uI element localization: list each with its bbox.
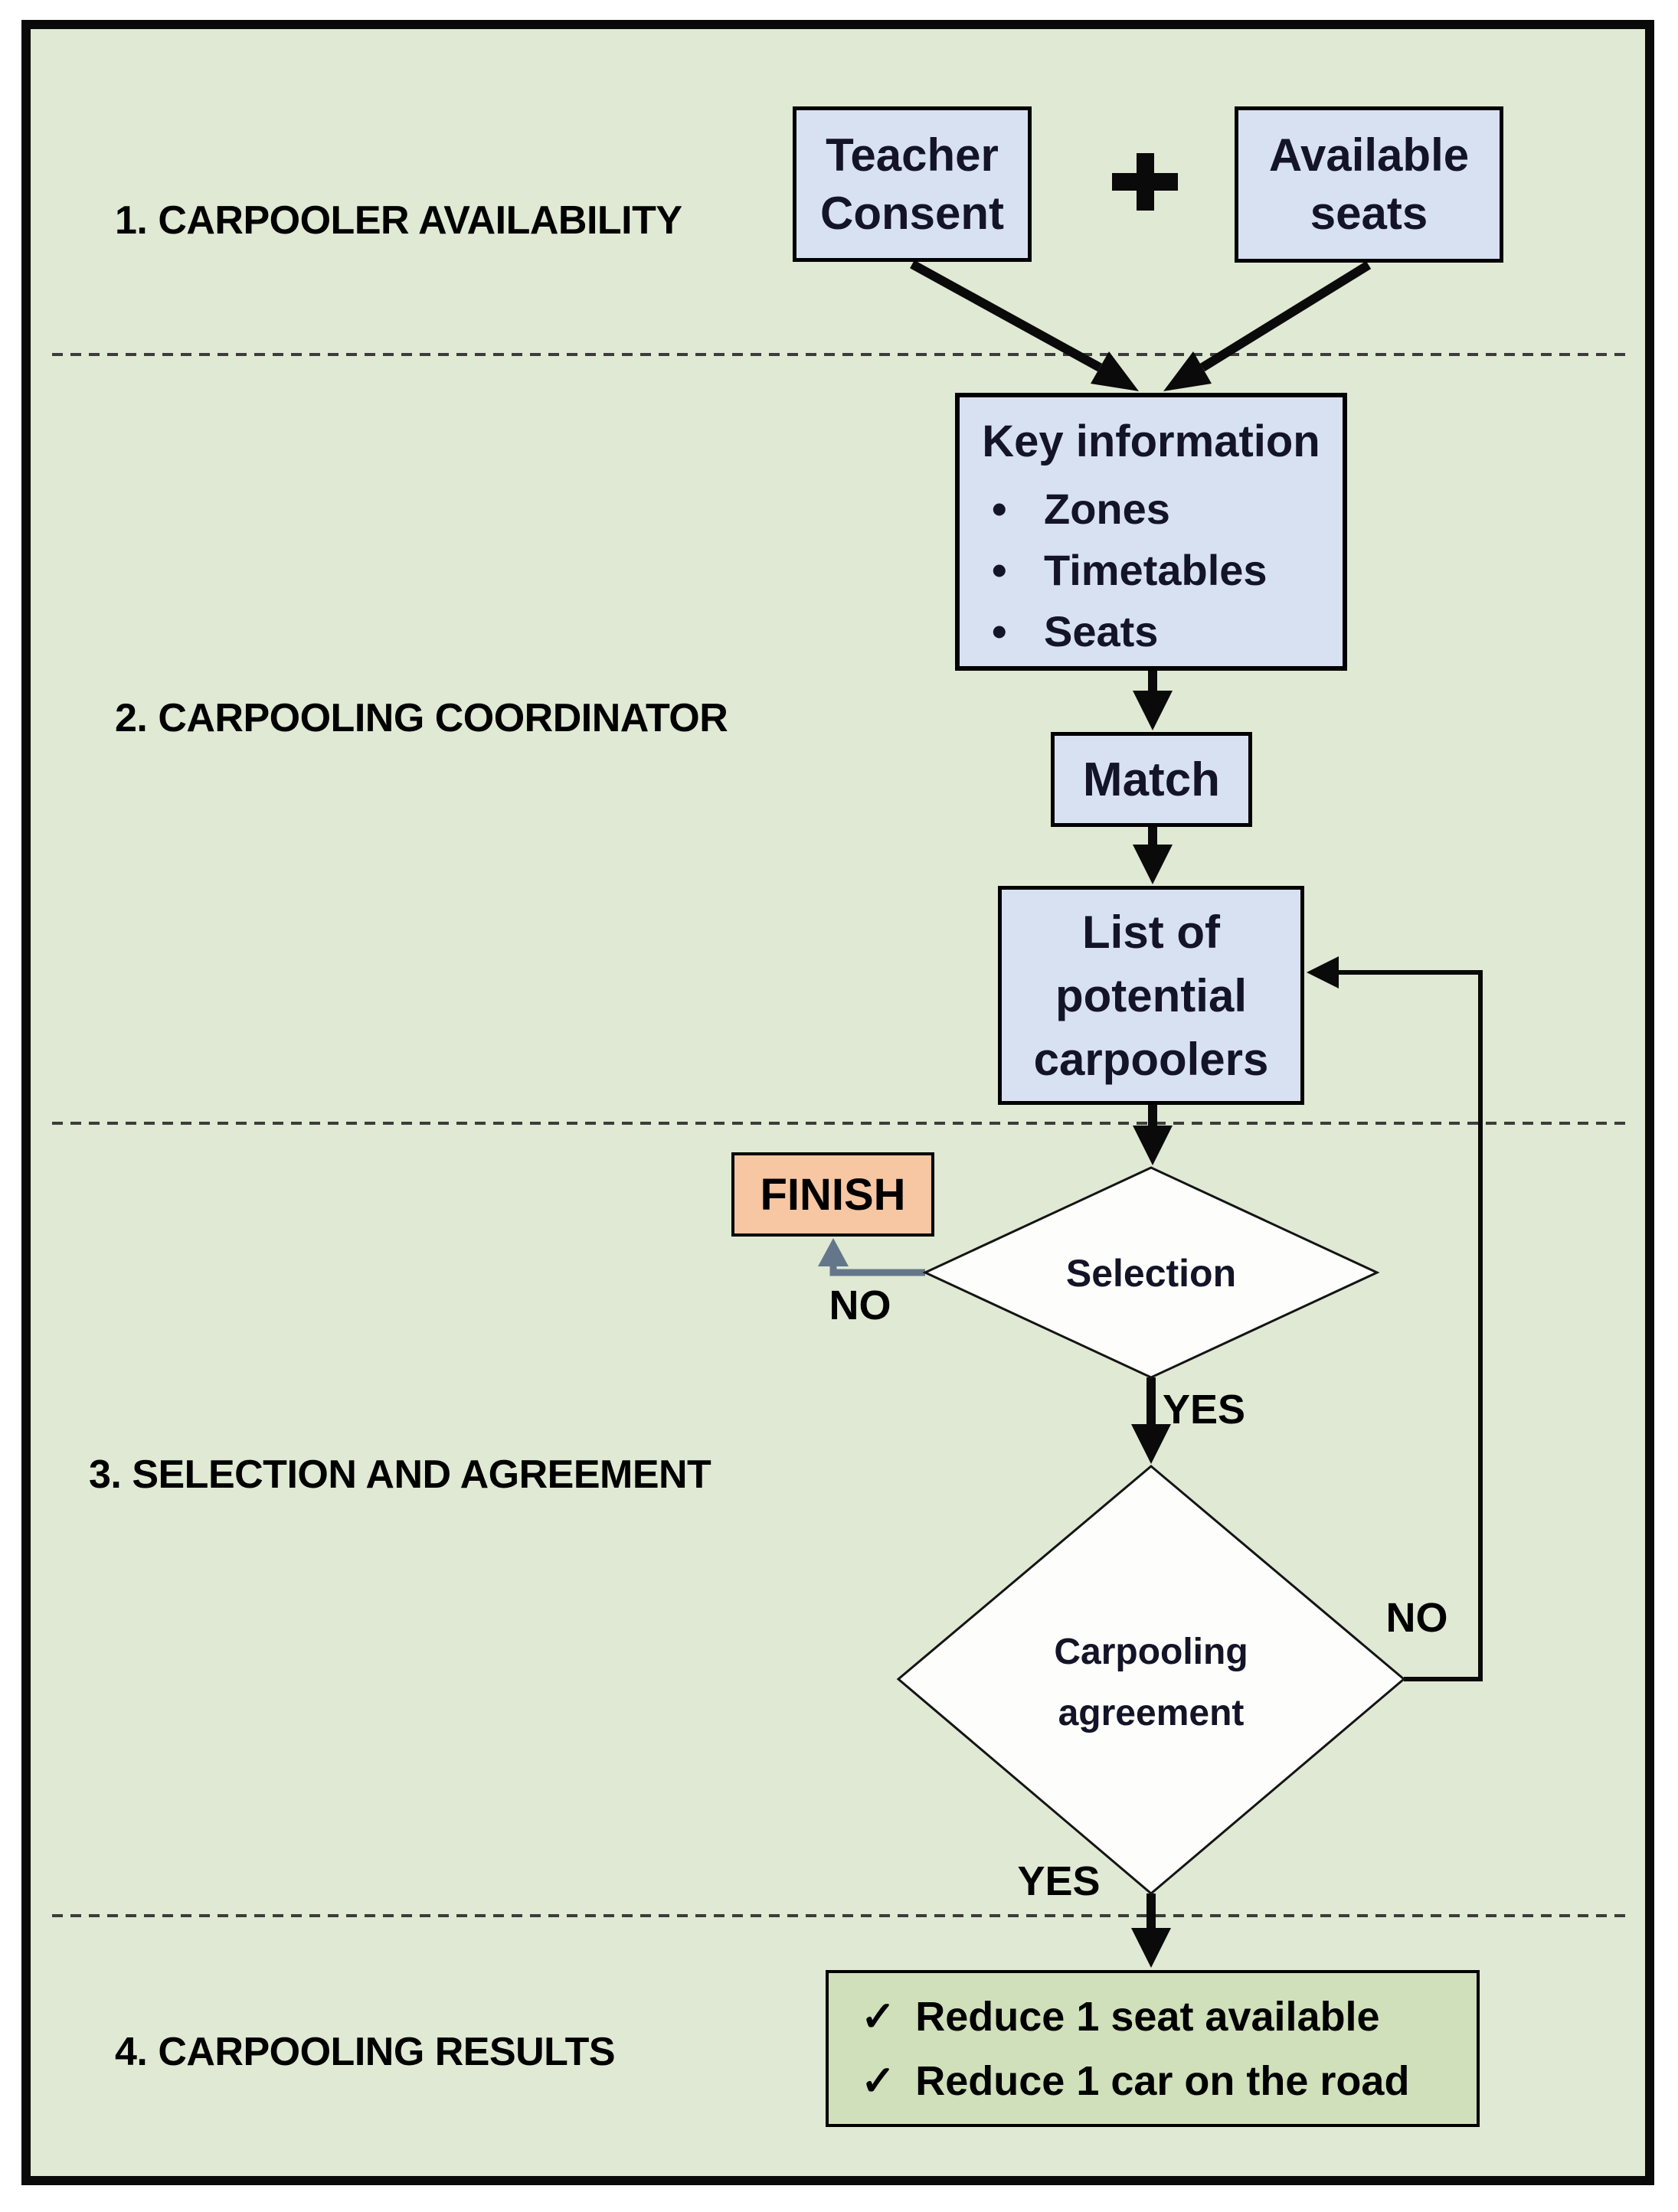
- diagram-frame: [21, 20, 1654, 2185]
- teacher-consent-line1: Teacher: [826, 129, 999, 181]
- teacher-consent-line2: Consent: [820, 187, 1004, 239]
- selection-diamond: [922, 1166, 1380, 1379]
- list-of-potential-carpoolers-box: List of potential carpoolers: [998, 886, 1304, 1105]
- selection-diamond-label: Selection: [1065, 1252, 1237, 1295]
- check-icon: ✓: [861, 1994, 896, 2040]
- section-label-4: 4. CARPOOLING RESULTS: [115, 2030, 616, 2074]
- arrow-selection-yes: [1131, 1377, 1171, 1464]
- arrow-teacher-to-keyinfo: [910, 260, 1139, 391]
- result-item-text-1: Reduce 1 seat available: [915, 1993, 1380, 2040]
- agreement-label-line1: Carpooling: [1054, 1632, 1248, 1672]
- agreement-no-label: NO: [1385, 1595, 1448, 1641]
- agreement-yes-label: YES: [1017, 1858, 1101, 1904]
- arrow-agreement-yes: [1131, 1893, 1171, 1968]
- match-box: Match: [1051, 732, 1252, 827]
- match-label: Match: [1082, 753, 1221, 806]
- available-seats-box: Available seats: [1235, 106, 1503, 263]
- bullet-text-seats: Seats: [1044, 606, 1159, 655]
- agreement-diamond-label: Carpooling agreement: [983, 1622, 1320, 1744]
- list-line2: potential: [1055, 969, 1247, 1021]
- bullet-text-timetables: Timetables: [1044, 545, 1267, 594]
- arrow-list-to-selection: [1133, 1105, 1173, 1165]
- available-seats-line1: Available: [1268, 129, 1470, 181]
- bullet-dot-icon: •: [992, 484, 1007, 533]
- carpooling-results-box: ✓ Reduce 1 seat available ✓ Reduce 1 car…: [826, 1970, 1480, 2127]
- bullet-text-zones: Zones: [1044, 484, 1170, 533]
- arrow-keyinfo-to-match: [1133, 671, 1173, 730]
- plus-icon: [1112, 153, 1178, 211]
- section-label-3: 3. SELECTION AND AGREEMENT: [89, 1452, 711, 1497]
- finish-label: FINISH: [760, 1169, 906, 1220]
- section-label-1: 1. CARPOOLER AVAILABILITY: [115, 198, 682, 243]
- teacher-consent-box: Teacher Consent: [793, 106, 1032, 262]
- result-item: ✓ Reduce 1 seat available: [829, 1985, 1380, 2049]
- agreement-diamond: [896, 1465, 1406, 1895]
- arrow-selection-no: [818, 1238, 925, 1276]
- selection-yes-label: YES: [1163, 1387, 1246, 1433]
- key-information-bullet-list: • Zones • Timetables • Seats: [960, 478, 1343, 662]
- key-information-title: Key information: [982, 417, 1320, 466]
- list-line1: List of: [1082, 906, 1220, 958]
- key-information-bullet: • Zones: [960, 478, 1343, 539]
- bullet-dot-icon: •: [992, 606, 1007, 655]
- arrow-seats-to-keyinfo: [1163, 260, 1372, 391]
- list-line3: carpoolers: [1033, 1033, 1269, 1085]
- arrow-match-to-list: [1133, 827, 1173, 884]
- agreement-label-line2: agreement: [1058, 1693, 1245, 1733]
- result-item: ✓ Reduce 1 car on the road: [829, 2049, 1409, 2113]
- selection-no-label: NO: [829, 1282, 891, 1328]
- key-information-box: Key information • Zones • Timetables • S…: [955, 393, 1347, 671]
- key-information-bullet: • Seats: [960, 600, 1343, 662]
- finish-box: FINISH: [731, 1152, 934, 1237]
- available-seats-line2: seats: [1310, 188, 1428, 239]
- check-icon: ✓: [861, 2058, 896, 2104]
- result-item-text-2: Reduce 1 car on the road: [915, 2057, 1410, 2104]
- bullet-dot-icon: •: [992, 545, 1007, 594]
- arrow-agreement-no-loop: [1307, 956, 1483, 1681]
- section-label-2: 2. CARPOOLING COORDINATOR: [115, 696, 728, 740]
- key-information-bullet: • Timetables: [960, 539, 1343, 600]
